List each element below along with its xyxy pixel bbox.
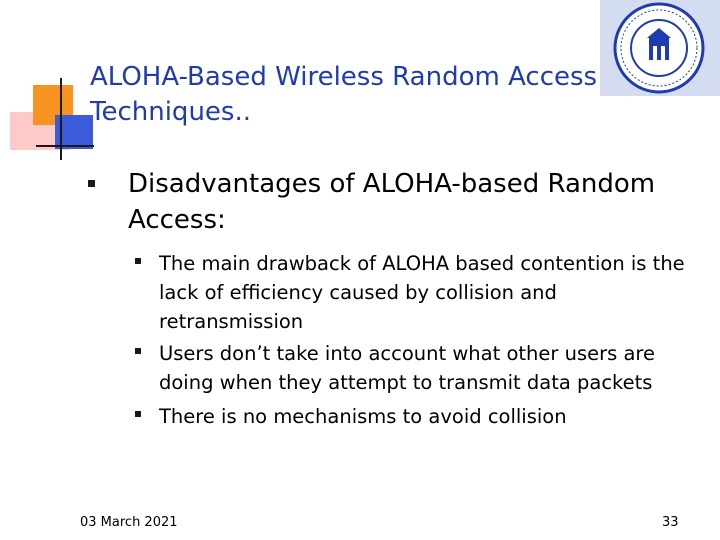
sub-bullet-text: The main drawback of ALOHA based content…: [159, 252, 685, 333]
square-bullet-icon: [135, 411, 141, 417]
sub-bullet-text: There is no mechanisms to avoid collisio…: [159, 405, 567, 428]
slide-title: ALOHA-Based Wireless Random Access Techn…: [90, 62, 598, 127]
decor-vertical-line: [60, 78, 62, 160]
square-bullet-icon: [135, 348, 141, 354]
page-number: 33: [662, 515, 679, 530]
footer-date: 03 March 2021: [80, 515, 178, 530]
decor-horizontal-line: [36, 145, 94, 147]
heading-bullet-text: Disadvantages of ALOHA-based Random Acce…: [128, 169, 656, 235]
university-seal-icon: [613, 2, 705, 94]
square-bullet-icon: [135, 258, 141, 264]
sub-bullet-text: Users don’t take into account what other…: [159, 342, 656, 394]
square-bullet-icon: [88, 180, 95, 187]
